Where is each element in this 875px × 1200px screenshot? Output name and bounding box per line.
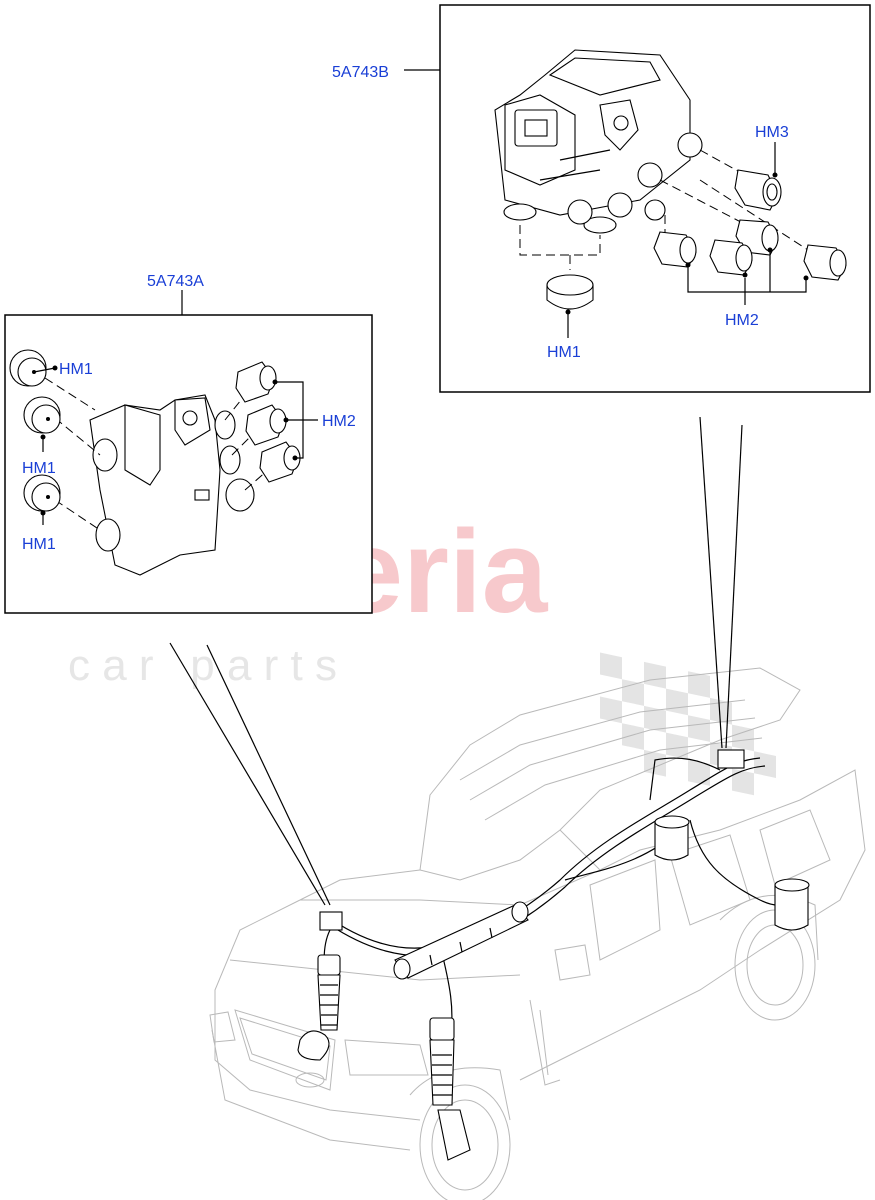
detail-box-5a743b: 5A743B	[332, 4, 871, 393]
checkered-flag-icon	[600, 652, 776, 796]
callout-5a743a: 5A743A	[147, 273, 204, 290]
air-suspension-system	[297, 749, 810, 1161]
fitting-hm2-a1	[235, 361, 277, 403]
mount-hm1-b	[546, 274, 594, 310]
fitting-hm2-b	[653, 231, 697, 268]
valve-block-b	[494, 49, 703, 234]
front-valve-block	[319, 911, 343, 931]
fitting-hm2-a	[735, 219, 779, 256]
callout-5a743b: 5A743B	[332, 64, 389, 81]
fitting-hm2-a3	[259, 441, 301, 483]
mount-hm1-a-top	[9, 349, 47, 387]
callout-hm2-b: HM2	[725, 312, 759, 329]
vehicle-outline	[209, 667, 866, 1200]
callout-hm1-a-top: HM1	[59, 361, 93, 378]
fitting-hm2-c	[709, 239, 753, 276]
valve-block-a	[89, 394, 255, 576]
callout-hm1-b: HM1	[547, 344, 581, 361]
front-right-air-strut	[429, 1017, 471, 1161]
fitting-hm2-a2	[245, 404, 287, 446]
callout-hm1-a-bot: HM1	[22, 536, 56, 553]
rear-left-air-spring	[654, 815, 690, 861]
mount-hm1-a-mid	[23, 396, 61, 434]
rear-right-air-spring	[774, 878, 810, 931]
rear-valve-block	[717, 749, 745, 769]
fitting-hm3	[734, 169, 782, 211]
callout-hm1-a-mid: HM1	[22, 460, 56, 477]
fitting-hm2-d	[803, 244, 847, 281]
air-reservoir-tank	[393, 901, 529, 980]
leader-lines	[169, 416, 743, 906]
front-left-air-strut	[297, 954, 341, 1061]
mount-hm1-a-bot	[23, 474, 61, 512]
callout-hm3: HM3	[755, 124, 789, 141]
detail-box-5a743a: 5A743A	[4, 273, 373, 614]
callout-hm2-a: HM2	[322, 413, 356, 430]
watermark-tagline: c a r p a r t s	[68, 641, 337, 690]
